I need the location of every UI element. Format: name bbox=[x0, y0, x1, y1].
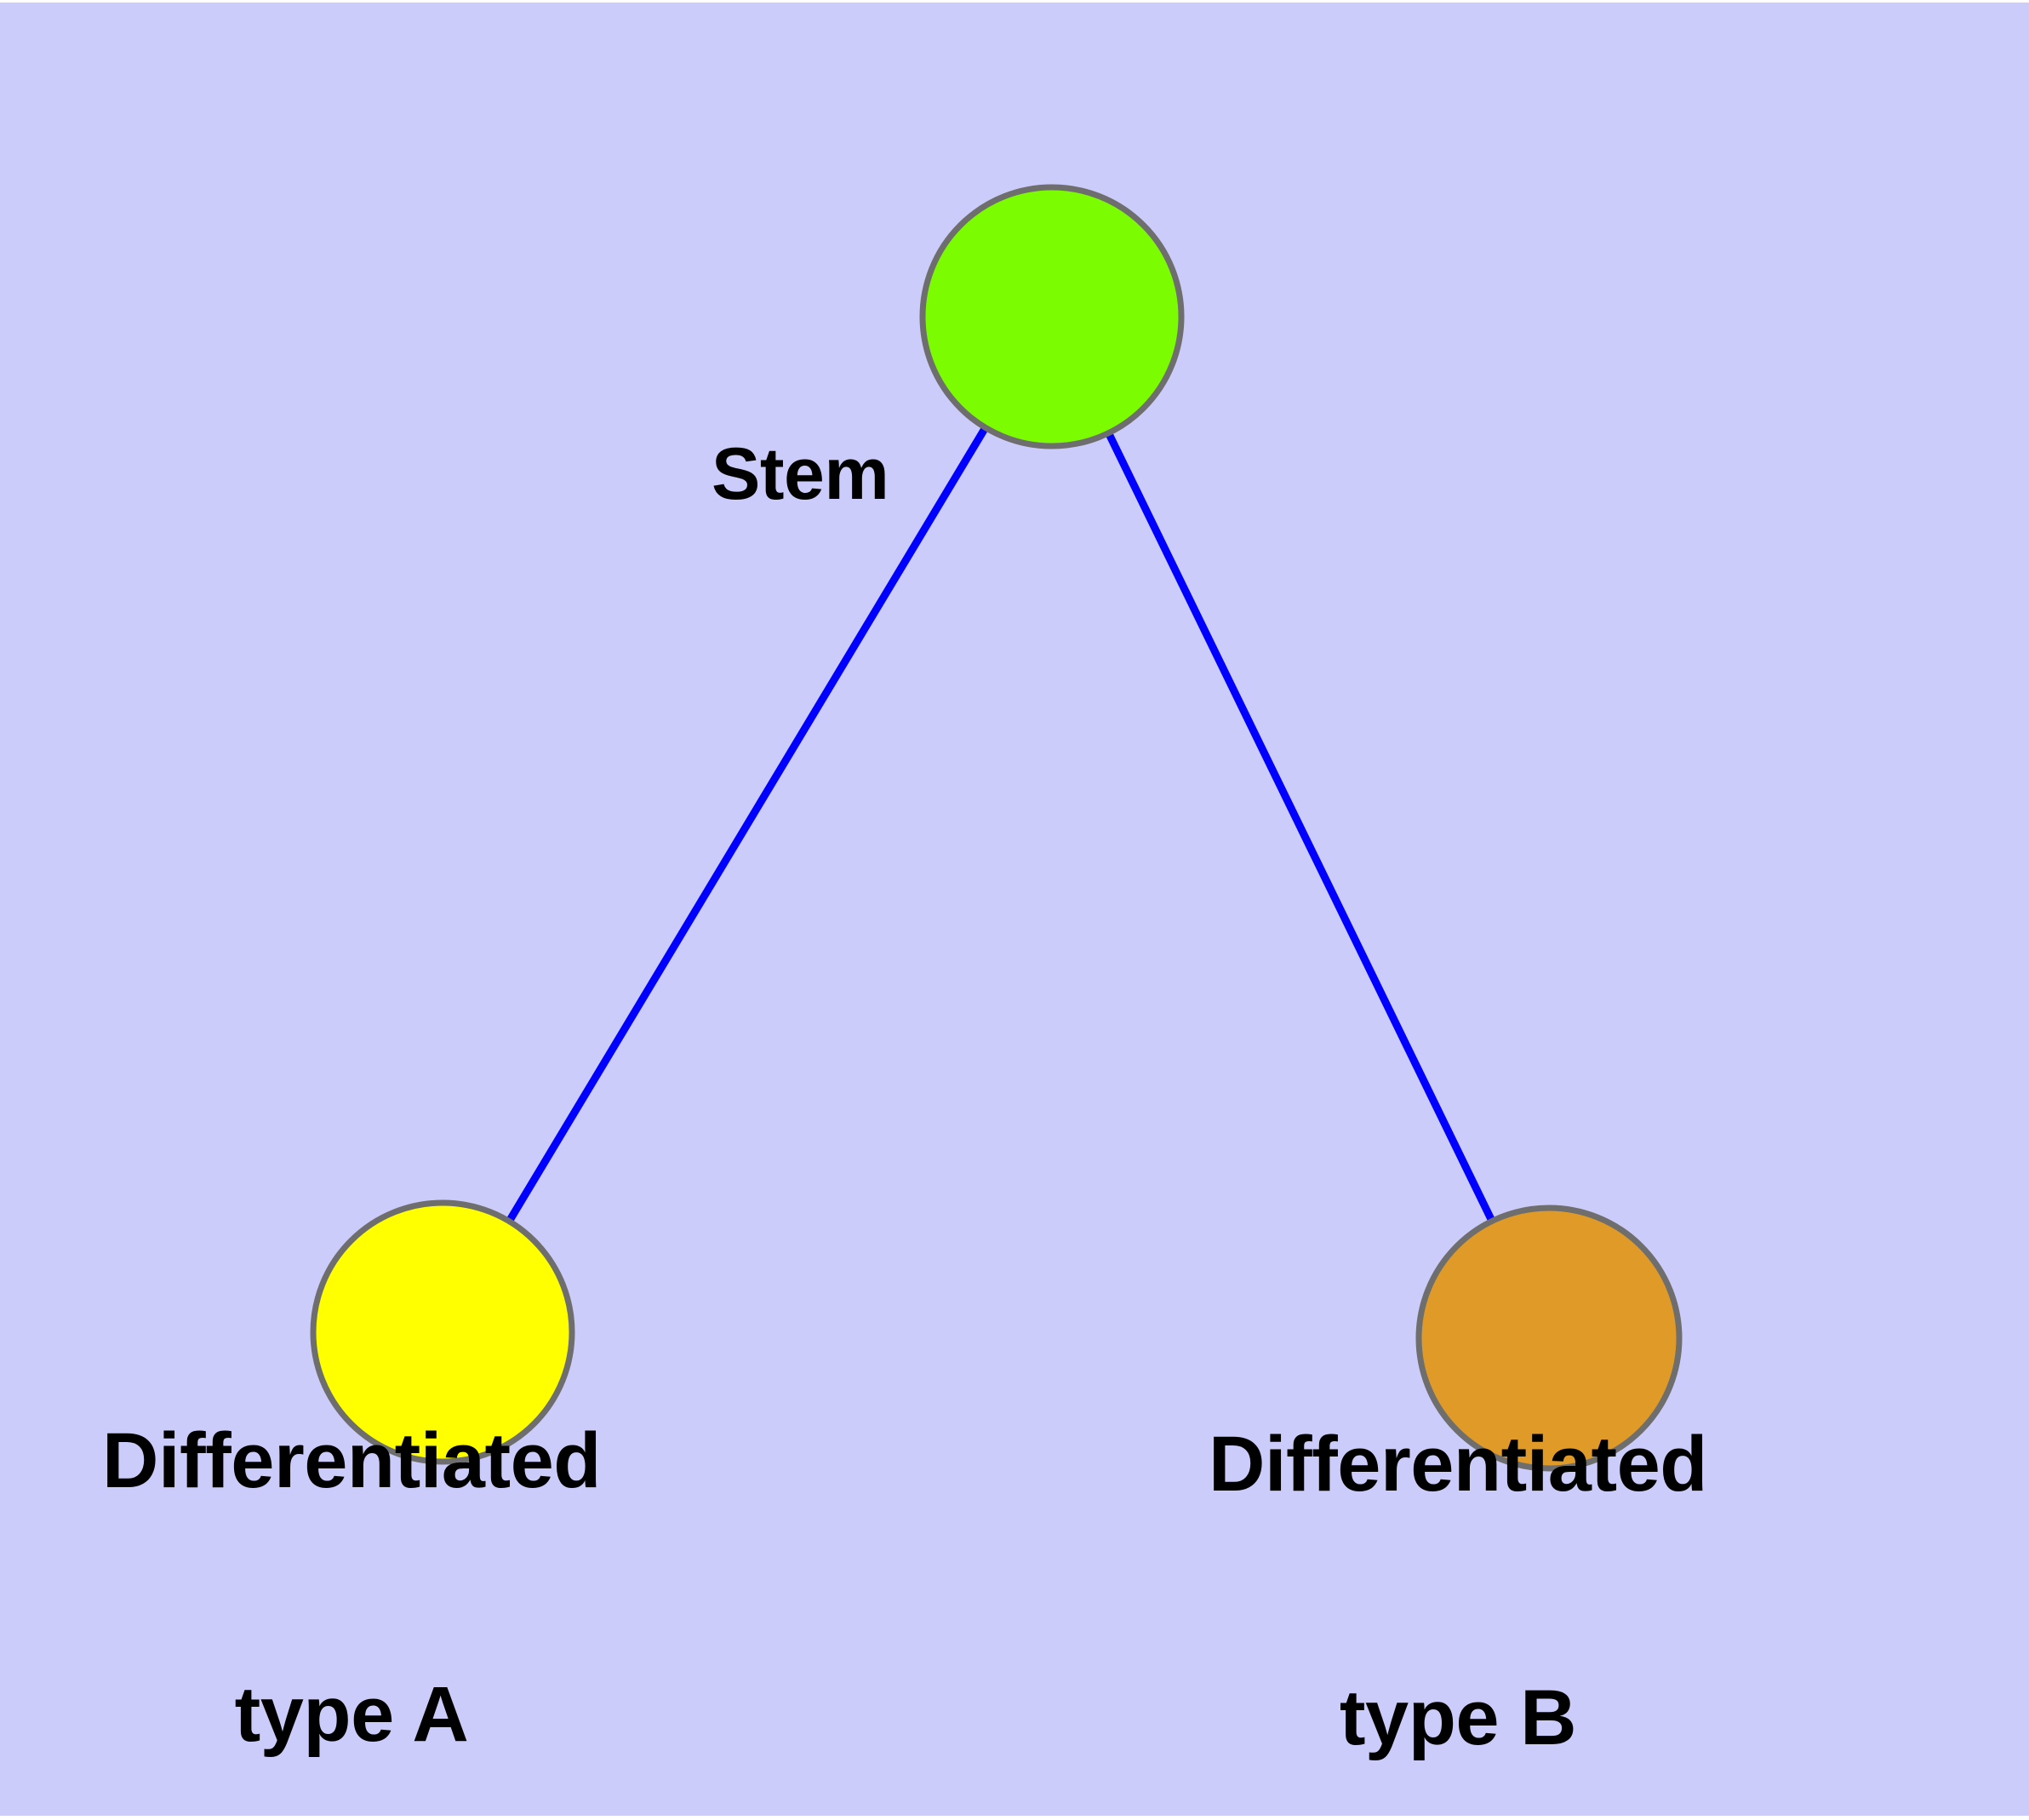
edge-stem-to-differentiated-type-a[interactable] bbox=[506, 426, 989, 1223]
node-differentiated-type-a[interactable] bbox=[310, 1199, 575, 1465]
edge-layer bbox=[506, 426, 1496, 1223]
node-differentiated-type-b[interactable] bbox=[1415, 1205, 1683, 1472]
edge-stem-to-differentiated-type-b[interactable] bbox=[1105, 431, 1496, 1223]
node-stem[interactable] bbox=[919, 184, 1185, 449]
node-layer bbox=[310, 184, 1683, 1472]
